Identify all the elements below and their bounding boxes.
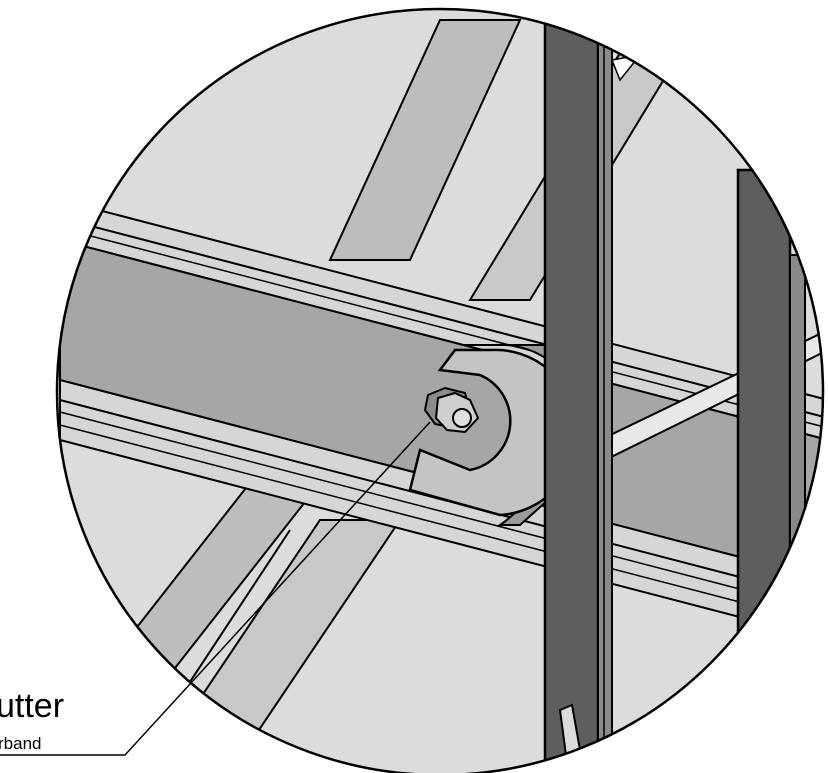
hex-nut <box>423 386 480 434</box>
lower-rail-edge-3 <box>59 424 823 626</box>
bolt-end <box>452 408 472 428</box>
callout-sub-label: rband <box>0 734 41 753</box>
upper-rail-edge <box>59 217 823 419</box>
vertical-post-right <box>736 168 806 773</box>
detail-circle-outline <box>55 7 825 773</box>
lower-rail-edge-2 <box>59 411 823 613</box>
diagonal-brace-upper-left <box>328 19 522 261</box>
callout-main-label: utter <box>0 687 64 725</box>
callout-leader-line <box>0 421 431 756</box>
vertical-post-front <box>543 9 613 773</box>
